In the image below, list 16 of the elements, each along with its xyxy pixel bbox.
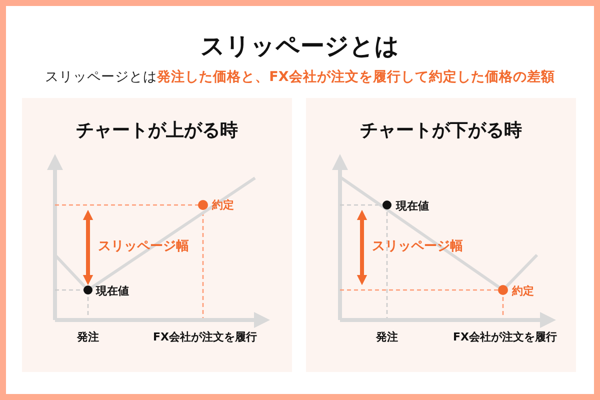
subtitle: スリッページとは発注した価格と、FX会社が注文を履行して約定した価格の差額	[44, 68, 556, 86]
axis-label: FX会社が注文を履行	[153, 330, 257, 344]
point-label: 現在値	[396, 198, 429, 214]
axis-label: 発注	[376, 330, 398, 344]
title: スリッページとは	[200, 31, 400, 62]
point-label: 約定	[212, 198, 234, 212]
panel-title: チャートが下がる時	[359, 119, 523, 142]
panel-title: チャートが上がる時	[75, 119, 239, 142]
axis-label: 発注	[77, 330, 99, 344]
dimension-label: スリッページ幅	[372, 238, 463, 255]
chart-panel	[306, 98, 576, 372]
point-label: 現在値	[96, 284, 129, 298]
chart-panel	[22, 98, 292, 372]
dimension-label: スリッページ幅	[98, 238, 189, 255]
axis-label: FX会社が注文を履行	[453, 330, 557, 344]
point-label: 約定	[512, 284, 534, 298]
